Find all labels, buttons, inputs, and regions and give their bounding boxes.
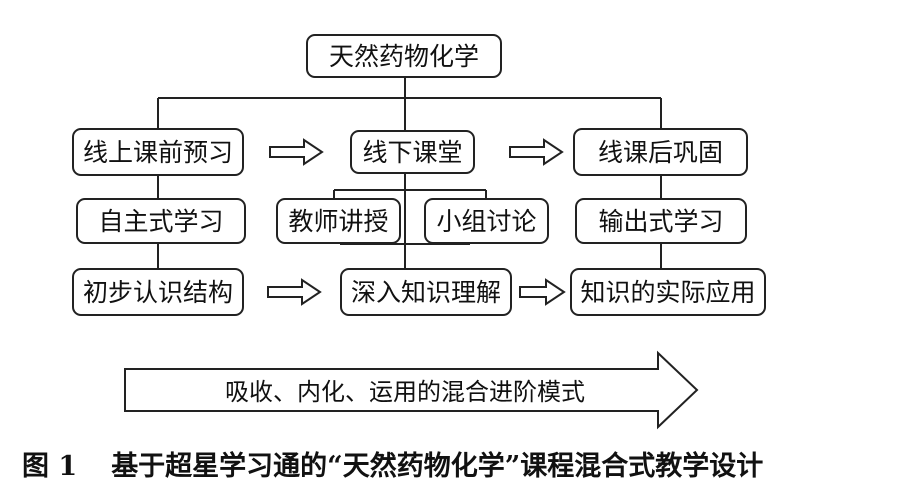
stage-after: 线课后巩固: [573, 128, 748, 176]
figure-caption: 图 1 基于超星学习通的“天然药物化学”课程混合式教学设计: [22, 444, 763, 483]
stage-online: 线上课前预习: [72, 128, 244, 176]
self-study-node: 自主式学习: [76, 198, 246, 244]
root-node: 天然药物化学: [306, 34, 502, 78]
arrow-online-to-offline: [269, 138, 324, 166]
practical-application-node: 知识的实际应用: [570, 268, 766, 316]
arrow-initial-to-deep: [267, 278, 322, 306]
progress-arrow: [124, 350, 699, 430]
output-study-node: 输出式学习: [575, 198, 747, 244]
group-discussion-node: 小组讨论: [424, 198, 549, 244]
initial-structure-node: 初步认识结构: [72, 268, 244, 316]
teaching-design-diagram: 天然药物化学 线上课前预习 线下课堂 线课后巩固 自主式学习 教师讲授 小组讨论…: [72, 34, 766, 430]
progress-arrow-label: 吸收、内化、运用的混合进阶模式: [225, 378, 585, 406]
teacher-lecture-node: 教师讲授: [276, 198, 401, 244]
stage-offline: 线下课堂: [350, 130, 475, 174]
figure-number: 图 1: [22, 451, 78, 482]
arrow-offline-to-after: [509, 138, 564, 166]
arrow-deep-to-apply: [519, 278, 566, 306]
connector-lines: [124, 78, 699, 430]
figure-title: 基于超星学习通的“天然药物化学”课程混合式教学设计: [111, 451, 764, 482]
deep-understanding-node: 深入知识理解: [340, 268, 512, 316]
